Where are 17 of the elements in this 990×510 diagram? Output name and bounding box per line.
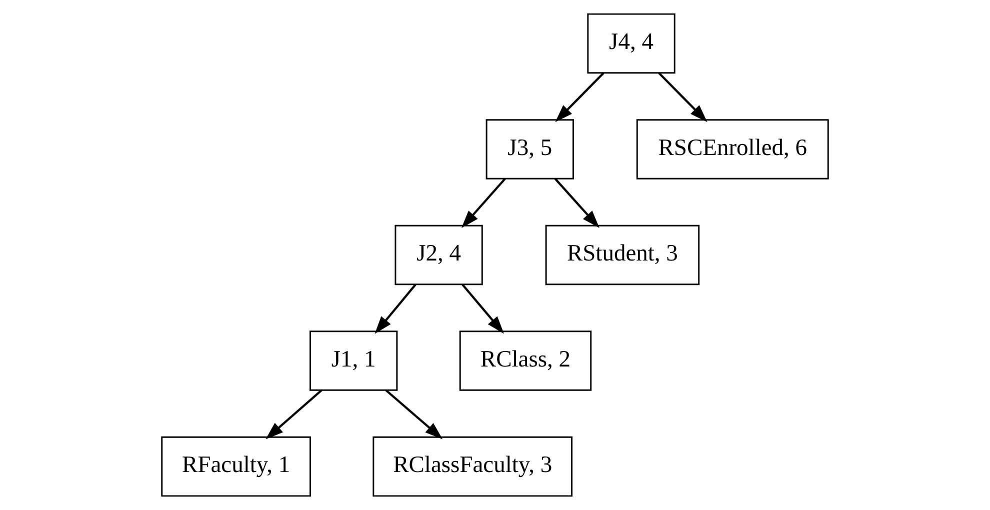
arrow [374, 284, 416, 334]
node-box: J1, 1 [310, 330, 398, 391]
arrow [461, 178, 506, 228]
node-box: RStudent, 3 [545, 224, 700, 286]
node-box: J2, 4 [394, 224, 483, 286]
arrow [266, 390, 322, 440]
node-box: RClassFaculty, 3 [372, 436, 572, 497]
node-box: RFaculty, 1 [161, 436, 311, 497]
arrow [462, 284, 504, 334]
arrow [555, 72, 604, 122]
node-box: RSCEnrolled, 6 [636, 119, 829, 180]
arrow [385, 390, 443, 440]
node-box: J4, 4 [587, 13, 676, 74]
node-box: RClass, 2 [459, 330, 592, 391]
node-box: J3, 5 [486, 119, 574, 180]
arrow [554, 178, 600, 228]
arrow [658, 72, 708, 122]
